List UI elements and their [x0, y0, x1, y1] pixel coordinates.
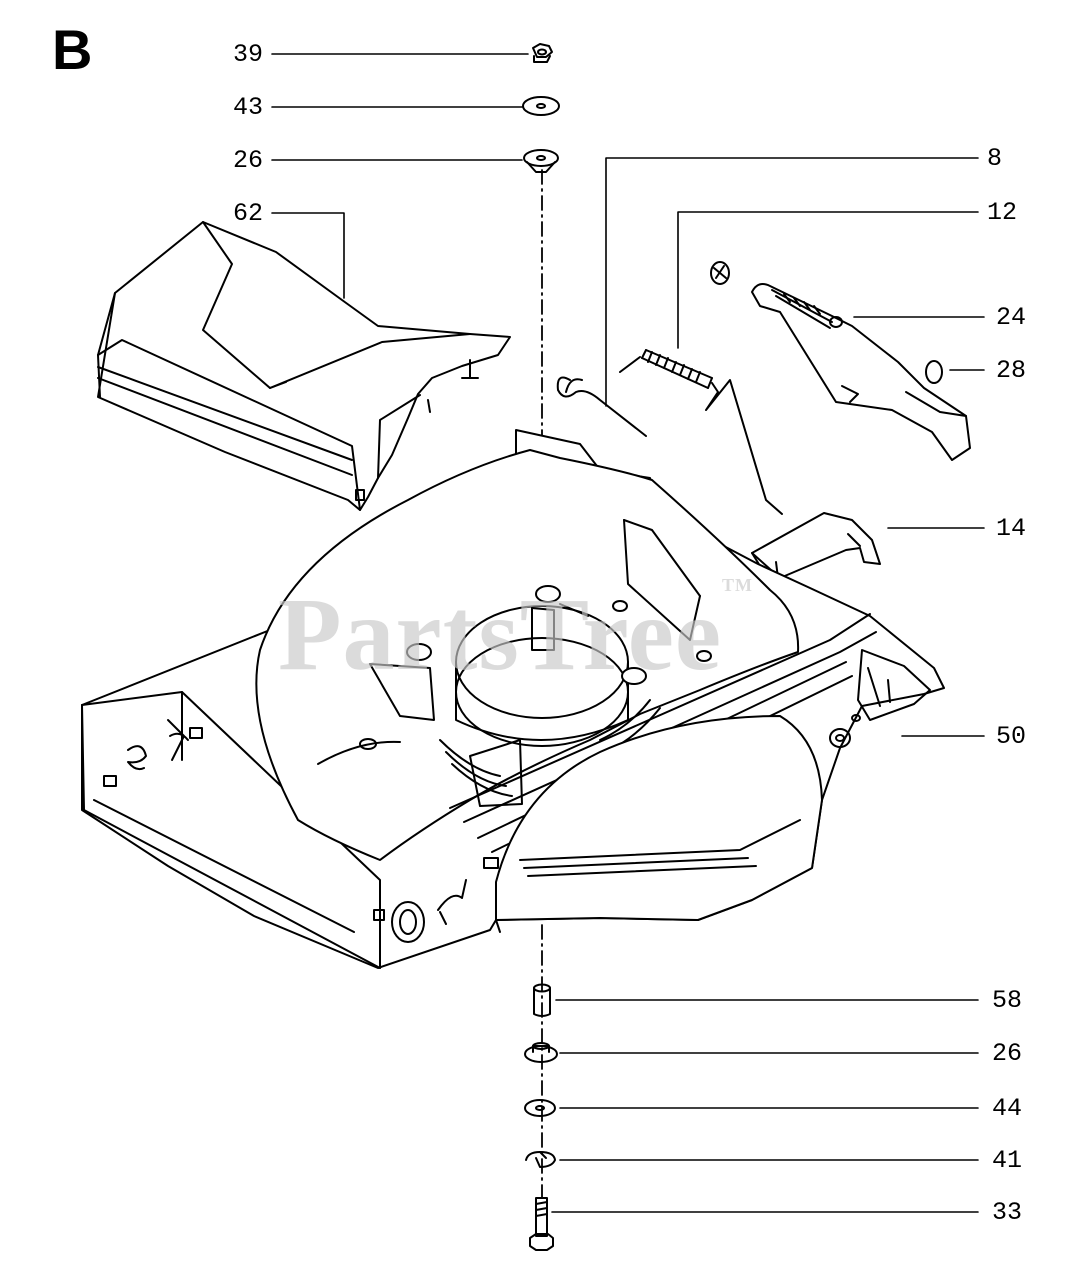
watermark: PartsTreeTM: [278, 575, 753, 694]
part-24-knob: [710, 261, 730, 285]
part-28-ring: [925, 360, 943, 384]
part-14-bracket: [751, 512, 881, 579]
part-58-spacer-tube: [533, 983, 551, 1017]
callout-24: 24: [996, 303, 1027, 332]
callout-8: 8: [987, 144, 1003, 173]
watermark-text: PartsTree: [278, 577, 723, 692]
callout-62: 62: [233, 199, 264, 228]
callout-50: 50: [996, 722, 1027, 751]
section-letter: B: [52, 18, 93, 81]
part-24-lever-arm: [751, 283, 971, 461]
callout-12: 12: [987, 198, 1018, 227]
watermark-tm: TM: [722, 575, 754, 595]
part-8-pivot-rod: [556, 376, 647, 437]
callout-43: 43: [233, 93, 264, 122]
callout-58: 58: [992, 986, 1023, 1015]
callout-33: 33: [992, 1198, 1023, 1227]
part-39-nut: [532, 43, 553, 63]
part-26-bottom-spacer: [524, 1042, 558, 1063]
callout-41: 41: [992, 1146, 1023, 1175]
part-62-rear-flap: [97, 221, 511, 511]
part-43-washer: [522, 96, 560, 116]
callout-44: 44: [992, 1094, 1023, 1123]
part-50-mower-deck: [81, 429, 945, 969]
part-44-washer: [524, 1099, 556, 1117]
callout-28: 28: [996, 356, 1027, 385]
callout-26-top: 26: [233, 146, 264, 175]
callout-14: 14: [996, 514, 1027, 543]
leader-lines: [271, 53, 985, 1213]
callout-26-bottom: 26: [992, 1039, 1023, 1068]
part-33-bolt: [529, 1197, 554, 1251]
callout-39: 39: [233, 40, 264, 69]
part-41-lock-washer: [525, 1151, 556, 1168]
part-12-spring: [619, 349, 783, 515]
part-26-top-spacer: [523, 149, 559, 173]
